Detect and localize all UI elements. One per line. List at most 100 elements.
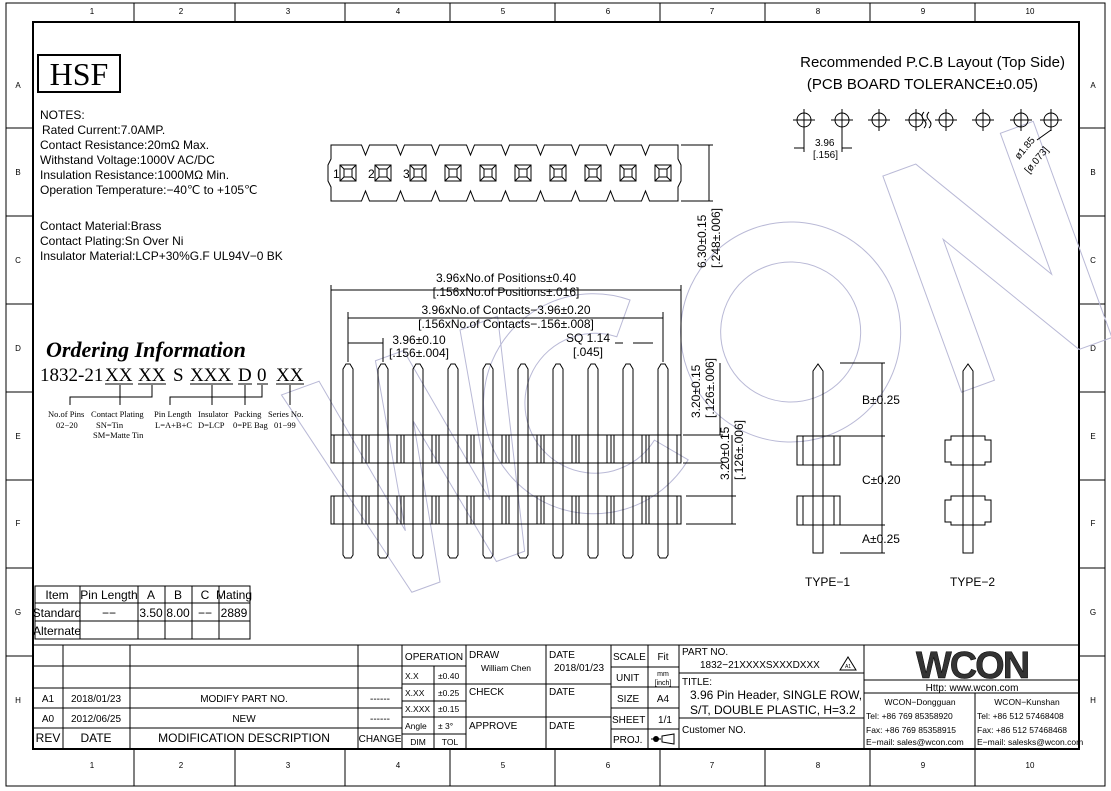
ruler-col-label: 2 <box>179 7 184 16</box>
code-pins: XX <box>105 365 133 386</box>
insulator-segment <box>575 434 612 525</box>
pin <box>342 363 354 559</box>
pin <box>482 363 494 559</box>
part-number: 1832−21XXXXSXXXDXXX <box>700 660 820 671</box>
tol-dim: X.X <box>405 671 419 681</box>
type-2-label: TYPE−2 <box>950 575 995 589</box>
signoff: DRAW William Chen DATE 2018/01/23 CHECK … <box>469 650 604 732</box>
spec-header: C <box>201 588 210 602</box>
hsf-logo-box <box>37 54 121 93</box>
insulator-segment <box>330 434 367 525</box>
spec-cell: −− <box>198 606 212 620</box>
check-label: CHECK <box>469 687 504 698</box>
rev-desc-cell: MODIFY PART NO. <box>200 694 288 705</box>
material-line: Insulator Material:LCP+30%G.F UL94V−0 BK <box>40 249 283 263</box>
side-views: B±0.25 C±0.20 A±0.25 TYPE−1 TYPE−2 <box>796 362 995 589</box>
office-email[interactable]: E−mail: sales@wcon.com <box>866 737 964 747</box>
pin <box>552 363 564 559</box>
pcb-tolerance: (PCB BOARD TOLERANCE±0.05) <box>807 76 1038 93</box>
projection-symbol-icon <box>651 733 675 745</box>
value-insulator: D=LCP <box>198 420 225 430</box>
spec-cell: 8.00 <box>166 606 190 620</box>
code-prefix: 1832-21 <box>40 365 103 386</box>
notes-title: NOTES: <box>40 108 85 122</box>
dim-contacts-inch: [.156xNo.of Contacts−.156±.008] <box>418 317 594 331</box>
pin <box>517 363 529 559</box>
ruler-col-label: 1 <box>90 7 95 16</box>
note-line: Withstand Voltage:1000V AC/DC <box>40 153 215 167</box>
wcon-logo: WCON <box>916 645 1028 687</box>
ruler-col-label: 5 <box>501 7 506 16</box>
ruler-col-label: 10 <box>1026 7 1035 16</box>
code-insulator: D <box>238 365 252 386</box>
value-length: L=A+B+C <box>155 420 192 430</box>
code-length: XXX <box>190 365 231 386</box>
ruler-col-label: 7 <box>710 7 715 16</box>
note-line: Insulation Resistance:1000MΩ Min. <box>40 168 229 182</box>
dim-contacts: 3.96xNo.of Contacts−3.96±0.20 <box>421 303 590 317</box>
pin-number: 3 <box>403 167 410 181</box>
pin-number: 2 <box>368 167 375 181</box>
unit-value: mm <box>657 671 669 678</box>
ordering-information: Ordering Information 1832-21 XX XX S XXX… <box>40 337 304 440</box>
label-series: Series No. <box>268 409 303 419</box>
insulator-segment <box>505 434 542 525</box>
tol-dim: Angle <box>405 721 427 731</box>
ruler-row-label: D <box>1090 344 1096 353</box>
ruler-col-label: 3 <box>286 761 291 770</box>
office-email[interactable]: E−mail: salesks@wcon.com <box>977 737 1083 747</box>
ruler-row-label: H <box>15 696 21 705</box>
code-packing: 0 <box>257 365 267 386</box>
top-pin-square <box>409 164 427 182</box>
size-value: A4 <box>657 694 670 705</box>
spec-cell: Alternate <box>33 624 81 638</box>
pin <box>447 363 459 559</box>
dim-pitch: 3.96±0.10 <box>392 333 446 347</box>
dim-height-top-inch: [.248±.006] <box>709 208 723 268</box>
date-label: DATE <box>549 650 575 661</box>
ruler-col-label: 4 <box>396 7 401 16</box>
top-view: 1 2 3 6.30±0.15 [.248±.006] <box>327 144 723 268</box>
dim-height-top: 6.30±0.15 <box>695 214 709 268</box>
insulator-segment <box>645 434 682 525</box>
note-line: Rated Current:7.0AMP. <box>42 123 165 137</box>
office-fax: Fax: +86 769 85358915 <box>866 725 956 735</box>
date-label: DATE <box>549 687 575 698</box>
company-url[interactable]: Http: www.wcon.com <box>926 683 1019 694</box>
ruler-row-label: C <box>1090 256 1096 265</box>
ruler-col-label: 8 <box>816 761 821 770</box>
note-line: Contact Resistance:20mΩ Max. <box>40 138 209 152</box>
office-tel: Tel: +86 512 57468408 <box>977 711 1064 721</box>
office-fax: Fax: +86 512 57468468 <box>977 725 1067 735</box>
draw-date: 2018/01/23 <box>554 663 604 674</box>
value-series: 01−99 <box>274 420 296 430</box>
value-plating: SN=Tin <box>96 420 124 430</box>
dim-upper: 3.20±0.15 <box>689 364 703 418</box>
part-no-label: PART NO. <box>682 647 728 658</box>
tol-header: OPERATION <box>405 652 463 663</box>
top-pin-square <box>514 164 532 182</box>
top-pin-square <box>374 164 392 182</box>
ruler-row-label: G <box>15 608 21 617</box>
customer-no-label: Customer NO. <box>682 725 746 736</box>
scale-value: Fit <box>657 652 668 663</box>
dim-lower-inch: [.126±.006] <box>732 420 746 480</box>
pcb-hole-icon <box>831 109 853 131</box>
draw-label: DRAW <box>469 650 500 661</box>
ordering-title: Ordering Information <box>46 337 246 362</box>
tol-value: ±0.40 <box>438 671 459 681</box>
top-pin-square <box>444 164 462 182</box>
spec-header: Mating <box>216 588 252 602</box>
insulator-segment <box>540 434 577 525</box>
spec-cell: 3.50 <box>139 606 163 620</box>
ruler-col-label: 1 <box>90 761 95 770</box>
tol-footer: DIM <box>410 737 426 747</box>
pcb-pitch-inch: [.156] <box>813 150 838 161</box>
sheet-info: SCALE Fit UNIT mm [inch] SIZE A4 SHEET 1… <box>612 652 675 746</box>
material-line: Contact Material:Brass <box>40 219 161 233</box>
revision-triangle-icon <box>839 656 857 671</box>
dim-pitch-inch: [.156±.004] <box>389 346 449 360</box>
spec-header: Item <box>45 588 68 602</box>
